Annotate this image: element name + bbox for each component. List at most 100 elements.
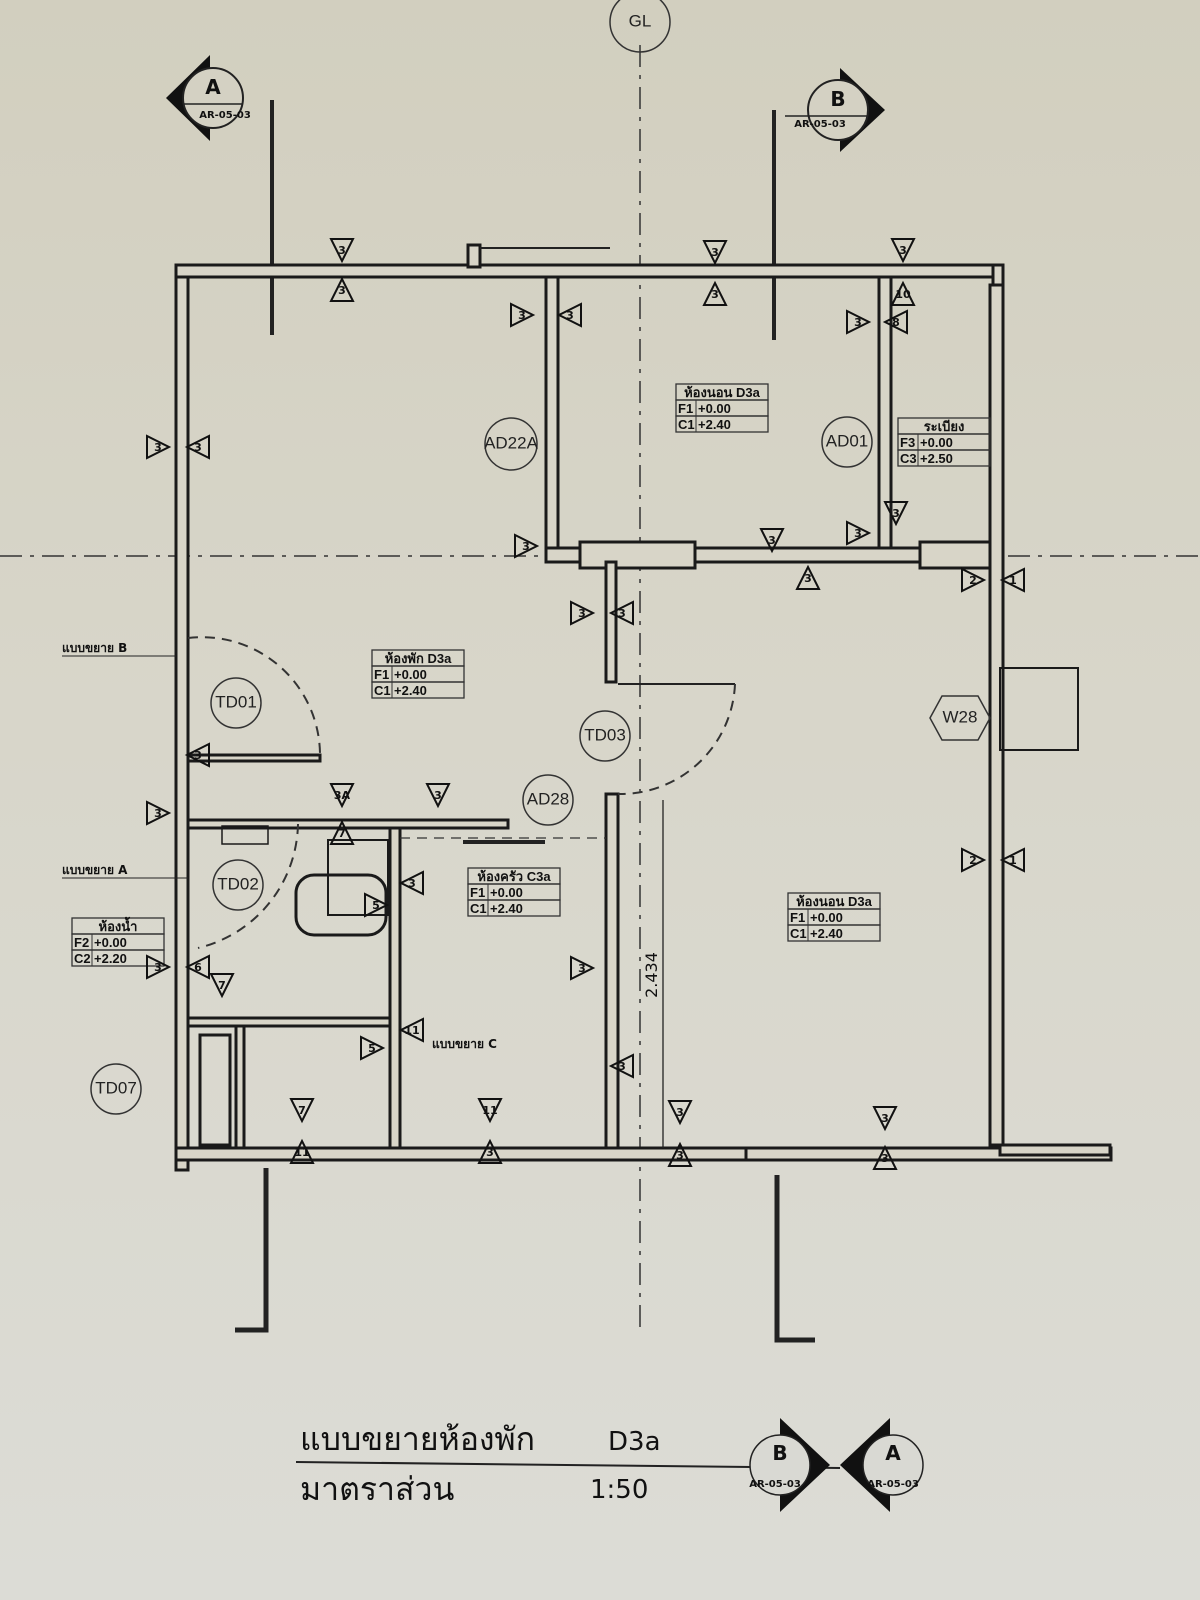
triangle-icon — [667, 1141, 693, 1167]
wall-type-number: 5 — [372, 899, 380, 912]
section-letter: A — [205, 75, 221, 99]
room-level: +0.00 — [920, 435, 953, 450]
triangle-icon — [209, 973, 235, 999]
wall-type-marker: 3 — [883, 501, 909, 527]
wall-type-marker: 8 — [882, 309, 908, 335]
section-marker-b-title: B AR-05-03 — [749, 1418, 830, 1512]
wall-type-number: 3 — [768, 534, 776, 547]
triangle-icon — [890, 280, 916, 306]
triangle-icon — [759, 528, 785, 554]
section-line-b-bottom — [774, 1175, 815, 1343]
triangle-icon — [329, 783, 355, 809]
wall-type-number: 8 — [892, 316, 900, 329]
tag-text: W28 — [943, 707, 978, 726]
triangle-icon — [184, 954, 210, 980]
triangle-icon — [477, 1138, 503, 1164]
wall-type-number: 1 — [1009, 854, 1017, 867]
triangle-icon — [510, 302, 536, 328]
wall-type-marker: 3 — [795, 564, 821, 590]
wall-type-marker: 2 — [961, 567, 987, 593]
wall-type-marker: 3 — [146, 954, 172, 980]
wall-type-marker: 3 — [759, 528, 785, 554]
wall-type-marker: 3 — [146, 800, 172, 826]
detail-label-a: แบบขยาย A — [62, 863, 128, 877]
triangle-icon — [872, 1144, 898, 1170]
wall-type-marker: 3 — [846, 520, 872, 546]
section-letter: B — [830, 87, 845, 111]
wall-type-marker: 7 — [209, 973, 235, 999]
wall-type-number: 3 — [338, 284, 346, 297]
triangle-icon — [961, 847, 987, 873]
wall-type-marker: 5 — [364, 892, 390, 918]
wall-type-number: 3 — [676, 1149, 684, 1162]
room-name: ห้องน้ำ — [99, 916, 138, 934]
tag-text: TD07 — [95, 1078, 137, 1097]
triangle-icon — [882, 309, 908, 335]
wall-type-marker: 3 — [702, 280, 728, 306]
tag-text: AD22A — [484, 433, 539, 452]
wall-type-number: 3 — [408, 877, 416, 890]
wall-type-marker: 1 — [999, 847, 1025, 873]
wall-type-number: 3 — [854, 316, 862, 329]
triangle-icon — [514, 533, 540, 559]
wall-type-number: 2 — [969, 854, 977, 867]
section-line-a-bottom — [235, 1168, 269, 1333]
wall-type-marker: 7 — [329, 819, 355, 845]
door-tag-ad22a: AD22A — [484, 417, 539, 471]
wall-type-number: 3 — [154, 441, 162, 454]
door-tag-ad01: AD01 — [821, 416, 873, 468]
wall-type-marker: 3 — [846, 309, 872, 335]
section-ref: AR-05-03 — [199, 110, 251, 121]
room-level: +0.00 — [698, 401, 731, 416]
detail-label-b: แบบขยาย B — [62, 641, 127, 655]
room-label-cell — [71, 949, 165, 967]
section-marker-b-top: B AR-05-03 — [785, 68, 885, 152]
triangle-icon — [890, 238, 916, 264]
room-level: +0.00 — [94, 935, 127, 950]
triangle-icon — [398, 1017, 424, 1043]
room-code: F1 — [470, 885, 485, 900]
section-letter: B — [772, 1441, 787, 1465]
dimension-value: 2.434 — [642, 952, 661, 998]
room-level: +0.00 — [394, 667, 427, 682]
wall-type-number: 3 — [486, 1146, 494, 1159]
wall-type-number: 3 — [578, 607, 586, 620]
door-tag-td01: TD01 — [210, 677, 262, 729]
wall-type-marker: 3 — [872, 1106, 898, 1132]
triangle-icon — [398, 870, 424, 896]
room-level: +0.00 — [810, 910, 843, 925]
room-label-cell — [787, 924, 881, 942]
room-name: ระเบียง — [924, 419, 965, 434]
wall-type-number: 3 — [676, 1106, 684, 1119]
wall-type-number: 2 — [969, 574, 977, 587]
wall-type-number: 7 — [298, 1104, 306, 1117]
triangle-icon — [184, 742, 210, 768]
room-code: C1 — [678, 417, 695, 432]
section-letter: A — [885, 1441, 901, 1465]
wall-type-marker: 3 — [514, 533, 540, 559]
triangle-icon — [364, 892, 390, 918]
wall-type-marker: 3 — [608, 1053, 634, 1079]
wall-type-number: 3 — [618, 1060, 626, 1073]
wall-type-number: 10 — [895, 288, 911, 301]
grid-bubble: GL — [609, 0, 671, 53]
wall-type-number: 3 — [618, 607, 626, 620]
triangle-icon — [570, 955, 596, 981]
wall-type-number: 7 — [338, 827, 346, 840]
wall-type-marker: 3 — [510, 302, 536, 328]
room-label-cell — [371, 681, 465, 699]
wall-type-number: 3 — [566, 309, 574, 322]
door-tag-ad28: AD28 — [522, 774, 574, 826]
wall-type-marker: 1 — [999, 567, 1025, 593]
triangle-icon — [846, 309, 872, 335]
room-code: F1 — [678, 401, 693, 416]
wall-type-marker: 7 — [289, 1098, 315, 1124]
walls — [174, 243, 1113, 1172]
grid-label: GL — [629, 11, 652, 30]
